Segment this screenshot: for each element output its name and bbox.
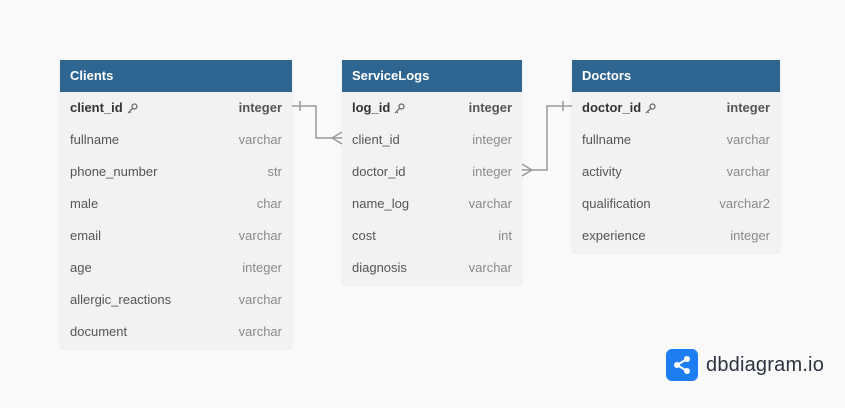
table-row[interactable]: client_id integer: [342, 124, 522, 156]
column-type: integer: [730, 228, 770, 243]
column-name: cost: [352, 228, 376, 243]
column-type: integer: [726, 100, 770, 115]
column-name-wrap: client_id: [352, 124, 400, 156]
column-name: name_log: [352, 196, 410, 211]
column-type: str: [267, 164, 282, 179]
column-name-wrap: name_log: [352, 188, 409, 220]
column-name-wrap: fullname: [582, 124, 631, 156]
column-name-wrap: log_id: [352, 92, 405, 124]
table-row[interactable]: doctor_id integer: [342, 156, 522, 188]
column-name: email: [70, 228, 102, 243]
relationship-line-doctors-servicelogs[interactable]: [522, 105, 572, 171]
table-row[interactable]: activity varchar: [572, 156, 780, 188]
table-row[interactable]: male char: [60, 188, 292, 220]
table-row[interactable]: name_log varchar: [342, 188, 522, 220]
column-name: fullname: [70, 132, 120, 147]
key-icon: [394, 103, 405, 114]
table-header[interactable]: Doctors: [572, 60, 780, 92]
column-name: fullname: [582, 132, 632, 147]
column-type: integer: [472, 132, 512, 147]
many-marker-servicelogs-doctor: [521, 163, 534, 177]
table-row[interactable]: diagnosis varchar: [342, 252, 522, 284]
column-type: varchar: [726, 164, 770, 179]
column-name: client_id: [70, 100, 123, 115]
table-row[interactable]: age integer: [60, 252, 292, 284]
column-type: varchar: [238, 292, 282, 307]
table-row[interactable]: email varchar: [60, 220, 292, 252]
column-name: male: [70, 196, 99, 211]
table-row[interactable]: cost int: [342, 220, 522, 252]
column-type: int: [498, 228, 512, 243]
column-type: varchar: [468, 260, 512, 275]
brand-logo[interactable]: dbdiagram.io: [666, 349, 824, 381]
column-name: doctor_id: [582, 100, 642, 115]
column-type: integer: [468, 100, 512, 115]
column-name: experience: [582, 228, 646, 243]
column-type: varchar: [468, 196, 512, 211]
table-row[interactable]: client_id integer: [60, 92, 292, 124]
share-nodes-icon: [666, 349, 698, 381]
column-name-wrap: email: [70, 220, 101, 252]
column-name-wrap: diagnosis: [352, 252, 407, 284]
relationship-line-clients-servicelogs[interactable]: [292, 105, 342, 139]
table-row[interactable]: phone_number str: [60, 156, 292, 188]
column-type: varchar: [726, 132, 770, 147]
column-type: char: [256, 196, 282, 211]
table-row[interactable]: document varchar: [60, 316, 292, 348]
column-name-wrap: client_id: [70, 92, 138, 124]
table-header[interactable]: ServiceLogs: [342, 60, 522, 92]
table-row[interactable]: log_id integer: [342, 92, 522, 124]
column-type: varchar2: [719, 196, 770, 211]
column-name: age: [70, 260, 92, 275]
column-name-wrap: doctor_id: [352, 156, 405, 188]
column-name-wrap: qualification: [582, 188, 651, 220]
column-name: log_id: [352, 100, 391, 115]
column-type: integer: [472, 164, 512, 179]
column-name-wrap: age: [70, 252, 92, 284]
column-type: varchar: [238, 228, 282, 243]
column-name: phone_number: [70, 164, 158, 179]
column-name: diagnosis: [352, 260, 407, 275]
column-type: integer: [238, 100, 282, 115]
column-name-wrap: document: [70, 316, 127, 348]
table-header[interactable]: Clients: [60, 60, 292, 92]
key-icon: [645, 103, 656, 114]
column-type: varchar: [238, 132, 282, 147]
column-name-wrap: allergic_reactions: [70, 284, 171, 316]
many-marker-servicelogs-client: [330, 131, 343, 145]
column-name-wrap: phone_number: [70, 156, 157, 188]
column-name: document: [70, 324, 128, 339]
column-type: integer: [242, 260, 282, 275]
column-name: client_id: [352, 132, 400, 147]
column-name: activity: [582, 164, 622, 179]
column-name-wrap: fullname: [70, 124, 119, 156]
column-name-wrap: doctor_id: [582, 92, 656, 124]
table-row[interactable]: fullname varchar: [572, 124, 780, 156]
column-name-wrap: cost: [352, 220, 376, 252]
column-name: qualification: [582, 196, 651, 211]
key-icon: [127, 103, 138, 114]
column-name-wrap: activity: [582, 156, 622, 188]
table-row[interactable]: doctor_id integer: [572, 92, 780, 124]
brand-name: dbdiagram.io: [706, 353, 825, 376]
column-name: doctor_id: [352, 164, 406, 179]
table-row[interactable]: allergic_reactions varchar: [60, 284, 292, 316]
table-row[interactable]: experience integer: [572, 220, 780, 252]
table-row[interactable]: qualification varchar2: [572, 188, 780, 220]
column-name-wrap: experience: [582, 220, 646, 252]
column-type: varchar: [238, 324, 282, 339]
table-row[interactable]: fullname varchar: [60, 124, 292, 156]
column-name: allergic_reactions: [70, 292, 172, 307]
column-name-wrap: male: [70, 188, 98, 220]
